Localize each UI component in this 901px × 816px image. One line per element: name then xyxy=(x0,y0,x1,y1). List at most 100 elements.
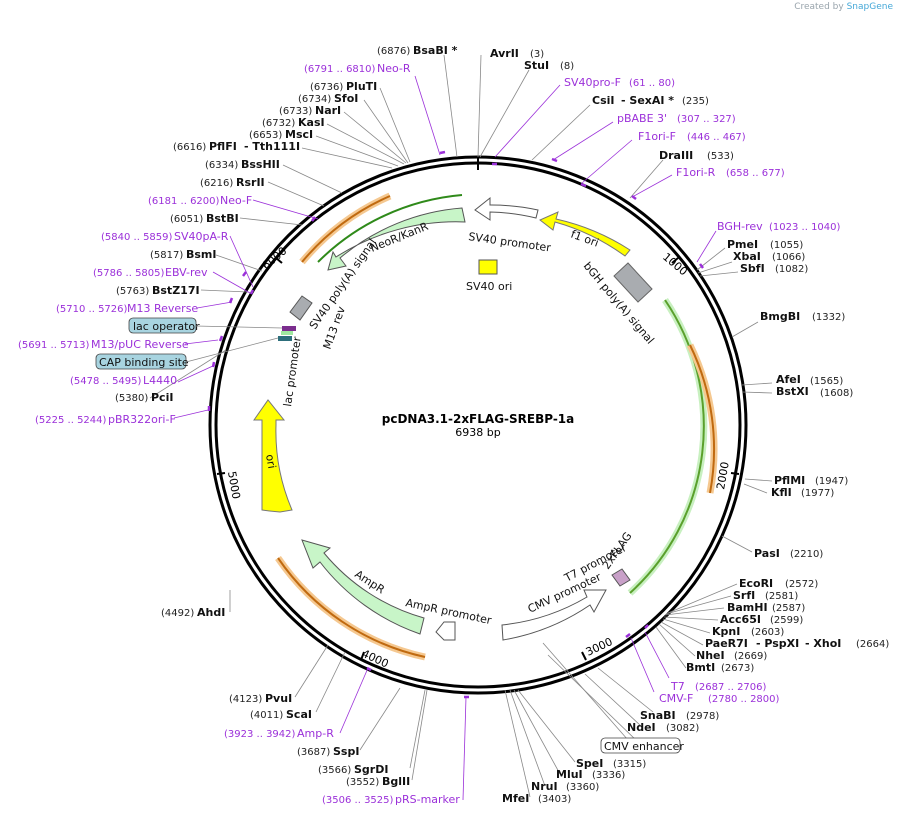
upper-orange-line xyxy=(301,195,391,263)
site-nrui: NruI xyxy=(531,780,558,793)
svg-text:(5380): (5380) xyxy=(115,393,148,404)
plasmid-size: 6938 bp xyxy=(455,426,500,439)
site-pluti: PluTI xyxy=(346,80,377,93)
site-avrii: AvrII xyxy=(490,47,519,60)
primer-marks xyxy=(207,150,704,699)
cap-site-mark xyxy=(278,336,292,341)
svg-text:(533): (533) xyxy=(707,151,734,162)
site-pasi: PasI xyxy=(754,547,780,560)
site-bsmi: BsmI xyxy=(186,248,217,261)
svg-text:(6791 .. 6810): (6791 .. 6810) xyxy=(304,64,376,75)
svg-text:- SexAI *: - SexAI * xyxy=(621,94,674,107)
svg-text:(3923 .. 3942): (3923 .. 3942) xyxy=(224,729,296,740)
site-ndei: NdeI xyxy=(627,721,656,734)
svg-text:(3082): (3082) xyxy=(666,723,699,734)
flag-box xyxy=(611,568,631,587)
snapgene-logo: SnapGene xyxy=(846,2,893,12)
svg-text:(2210): (2210) xyxy=(790,549,823,560)
svg-text:(658 .. 677): (658 .. 677) xyxy=(726,168,785,179)
site-bstxi: BstXI xyxy=(776,385,809,398)
primer-f1ori-r: F1ori-R xyxy=(676,166,716,179)
svg-text:(3566): (3566) xyxy=(318,765,351,776)
sv40-polya-box xyxy=(289,295,313,321)
svg-text:(6051): (6051) xyxy=(170,214,203,225)
primer-l4440: L4440 xyxy=(143,374,177,387)
svg-text:(5478 .. 5495): (5478 .. 5495) xyxy=(70,376,142,387)
site-xbai: XbaI xyxy=(733,250,761,263)
primer-sv40pa-r: SV40pA-R xyxy=(174,230,229,243)
svg-text:- PspXI: - PspXI xyxy=(756,637,799,650)
site-bsabi: BsaBI * xyxy=(413,44,458,57)
site-pflfi: PflFI xyxy=(209,140,237,153)
site-nhei: NheI xyxy=(696,649,725,662)
svg-text:(3): (3) xyxy=(530,49,544,60)
svg-text:(6334): (6334) xyxy=(205,160,238,171)
site-bamhi: BamHI xyxy=(727,601,768,614)
cmv-promoter-arrow: CMV promoter xyxy=(501,570,607,641)
svg-text:(2687 .. 2706): (2687 .. 2706) xyxy=(695,682,767,693)
primer-ebv-rev: EBV-rev xyxy=(165,266,208,279)
svg-text:(3552): (3552) xyxy=(346,777,379,788)
svg-text:(4492): (4492) xyxy=(161,608,194,619)
svg-text:(1565): (1565) xyxy=(810,376,843,387)
f1-ori-arrow: f1 ori xyxy=(539,211,631,257)
credit-text: Created by SnapGene xyxy=(794,2,893,12)
svg-text:ori: ori xyxy=(263,453,278,469)
site-sfoi: SfoI xyxy=(334,92,358,105)
primer-amp-r: Amp-R xyxy=(297,727,334,740)
svg-text:(2673): (2673) xyxy=(721,663,754,674)
site-pmei: PmeI xyxy=(727,238,758,251)
site-kasi: KasI xyxy=(298,116,325,129)
primer-prs-marker: pRS-marker xyxy=(395,793,460,806)
svg-text:(6216): (6216) xyxy=(200,178,233,189)
svg-text:(1023 .. 1040): (1023 .. 1040) xyxy=(769,222,841,233)
svg-text:(1608): (1608) xyxy=(820,388,853,399)
svg-text:(61 .. 80): (61 .. 80) xyxy=(629,78,675,89)
site-snabi: SnaBI xyxy=(640,709,676,722)
svg-text:(235): (235) xyxy=(682,96,709,107)
svg-text:(6616): (6616) xyxy=(173,142,206,153)
site-labels-right: AvrII (3) StuI (8) CsiI - SexAI * (235) … xyxy=(490,47,889,805)
svg-text:lac operator: lac operator xyxy=(133,320,200,333)
svg-text:CMV enhancer: CMV enhancer xyxy=(604,740,684,753)
site-bstz17i: BstZ17I xyxy=(152,284,200,297)
site-bmti: BmtI xyxy=(686,661,715,674)
site-kpni: KpnI xyxy=(712,625,740,638)
svg-text:(4011): (4011) xyxy=(250,710,283,721)
svg-text:(2780 .. 2800): (2780 .. 2800) xyxy=(708,694,780,705)
primer-bgh-rev: BGH-rev xyxy=(717,220,763,233)
ampr-orange-band xyxy=(275,556,426,661)
site-sspi: SspI xyxy=(333,745,359,758)
svg-text:(3506 .. 3525): (3506 .. 3525) xyxy=(322,795,394,806)
orange-orf-line xyxy=(689,344,715,494)
site-afei: AfeI xyxy=(776,373,801,386)
svg-text:(3315): (3315) xyxy=(613,759,646,770)
primer-f1ori-f: F1ori-F xyxy=(638,130,676,143)
lac-operator-tag: lac operator xyxy=(128,317,283,334)
site-paer7i: PaeR7I xyxy=(705,637,748,650)
primer-pbr322ori-f: pBR322ori-F xyxy=(108,413,176,426)
primer-m13-puc-reverse: M13/pUC Reverse xyxy=(91,338,189,351)
svg-text:(6734): (6734) xyxy=(298,94,331,105)
site-bmgbi: BmgBI xyxy=(760,310,800,323)
svg-text:(2603): (2603) xyxy=(751,627,784,638)
svg-text:(6181 .. 6200): (6181 .. 6200) xyxy=(148,196,220,207)
primer-neo-r: Neo-R xyxy=(377,62,411,75)
site-sbfi: SbfI xyxy=(740,262,765,275)
svg-text:SV40 ori: SV40 ori xyxy=(466,280,512,293)
svg-text:(8): (8) xyxy=(560,61,574,72)
svg-text:(3687): (3687) xyxy=(297,747,330,758)
site-bstbi: BstBI xyxy=(206,212,239,225)
site-rsrii: RsrII xyxy=(236,176,265,189)
cmv-enhancer-leader xyxy=(547,654,639,743)
svg-text:5000: 5000 xyxy=(225,470,243,500)
svg-text:(6733): (6733) xyxy=(279,106,312,117)
svg-text:(2664): (2664) xyxy=(856,639,889,650)
primer-neo-f: Neo-F xyxy=(220,194,252,207)
ampr-arrow: AmpR xyxy=(301,539,425,635)
svg-text:(1332): (1332) xyxy=(812,312,845,323)
svg-text:(2669): (2669) xyxy=(734,651,767,662)
site-spei: SpeI xyxy=(576,757,603,770)
svg-text:2000: 2000 xyxy=(714,461,732,491)
svg-text:(1947): (1947) xyxy=(815,476,848,487)
